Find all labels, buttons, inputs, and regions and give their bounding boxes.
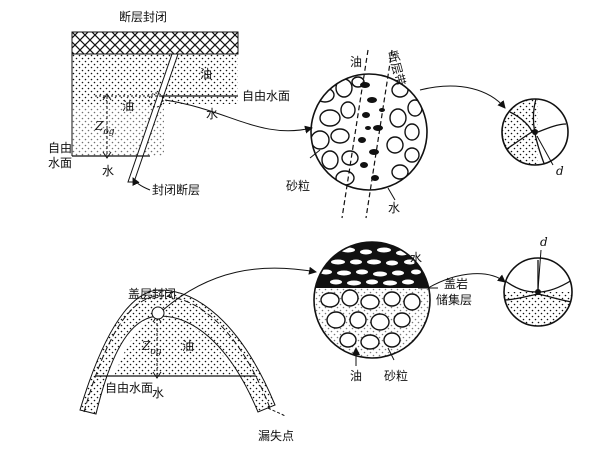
d-label-bottom: d	[540, 235, 548, 249]
fault-zone-edge-left	[341, 49, 369, 219]
caprock-hatch	[71, 31, 239, 55]
fault-zone-edge-right	[365, 49, 393, 219]
d-label-top: d	[556, 164, 564, 178]
arrow-to-pore	[419, 85, 506, 109]
arrow-to-detail	[164, 99, 313, 134]
water-label-bottom2: 水	[152, 386, 164, 400]
cap-pore-outline	[503, 257, 573, 327]
cap-seal-title: 盖层封闭	[128, 287, 176, 301]
zog-label-top: Zog	[94, 119, 115, 137]
fault-pore-circle	[501, 98, 569, 166]
free-water-label-left-1: 自由	[48, 141, 72, 155]
spill-point-label: 漏失点	[258, 428, 294, 443]
arrow-to-cap-detail	[162, 266, 317, 311]
cap-oil-label: 油	[350, 369, 362, 383]
oil-label-top: 油	[200, 67, 212, 81]
zog-label-bottom: Zog	[141, 339, 162, 357]
fault-seal-title: 断层封闭	[119, 9, 167, 24]
fault-detail-circle	[309, 49, 506, 219]
cap-detail-outline	[313, 241, 431, 359]
free-water-label-right: 自由水面	[242, 89, 290, 103]
cap-pore-circle	[503, 249, 573, 327]
free-water-label-bottom: 自由水面	[105, 381, 153, 395]
water-label-bottom: 水	[102, 164, 114, 178]
trap-marker	[148, 92, 164, 108]
cap-rock-label: 盖岩	[444, 276, 468, 291]
cap-seal-block	[79, 266, 317, 417]
oil-trap-label: 油	[122, 99, 134, 113]
cap-sand-label: 砂粒	[384, 368, 408, 383]
circle-sand-label: 砂粒	[286, 178, 310, 193]
water-label-right: 水	[206, 107, 218, 121]
arrow-to-cap-pore	[427, 273, 506, 289]
oil-accumulation	[114, 316, 236, 376]
free-water-label-left-2: 水面	[48, 156, 72, 170]
cap-water-label: 水	[410, 251, 422, 265]
sealed-fault-label: 封闭断层	[152, 182, 200, 197]
fault-seal-block	[71, 31, 313, 191]
cap-rock-band	[79, 289, 276, 415]
circle-oil-label: 油	[350, 55, 362, 69]
circle-water-label: 水	[388, 201, 400, 215]
oil-label-bottom: 油	[182, 339, 194, 353]
detail-circle-outline	[310, 73, 428, 191]
pore-circle-outline	[501, 98, 569, 166]
reservoir-label: 储集层	[436, 292, 472, 307]
